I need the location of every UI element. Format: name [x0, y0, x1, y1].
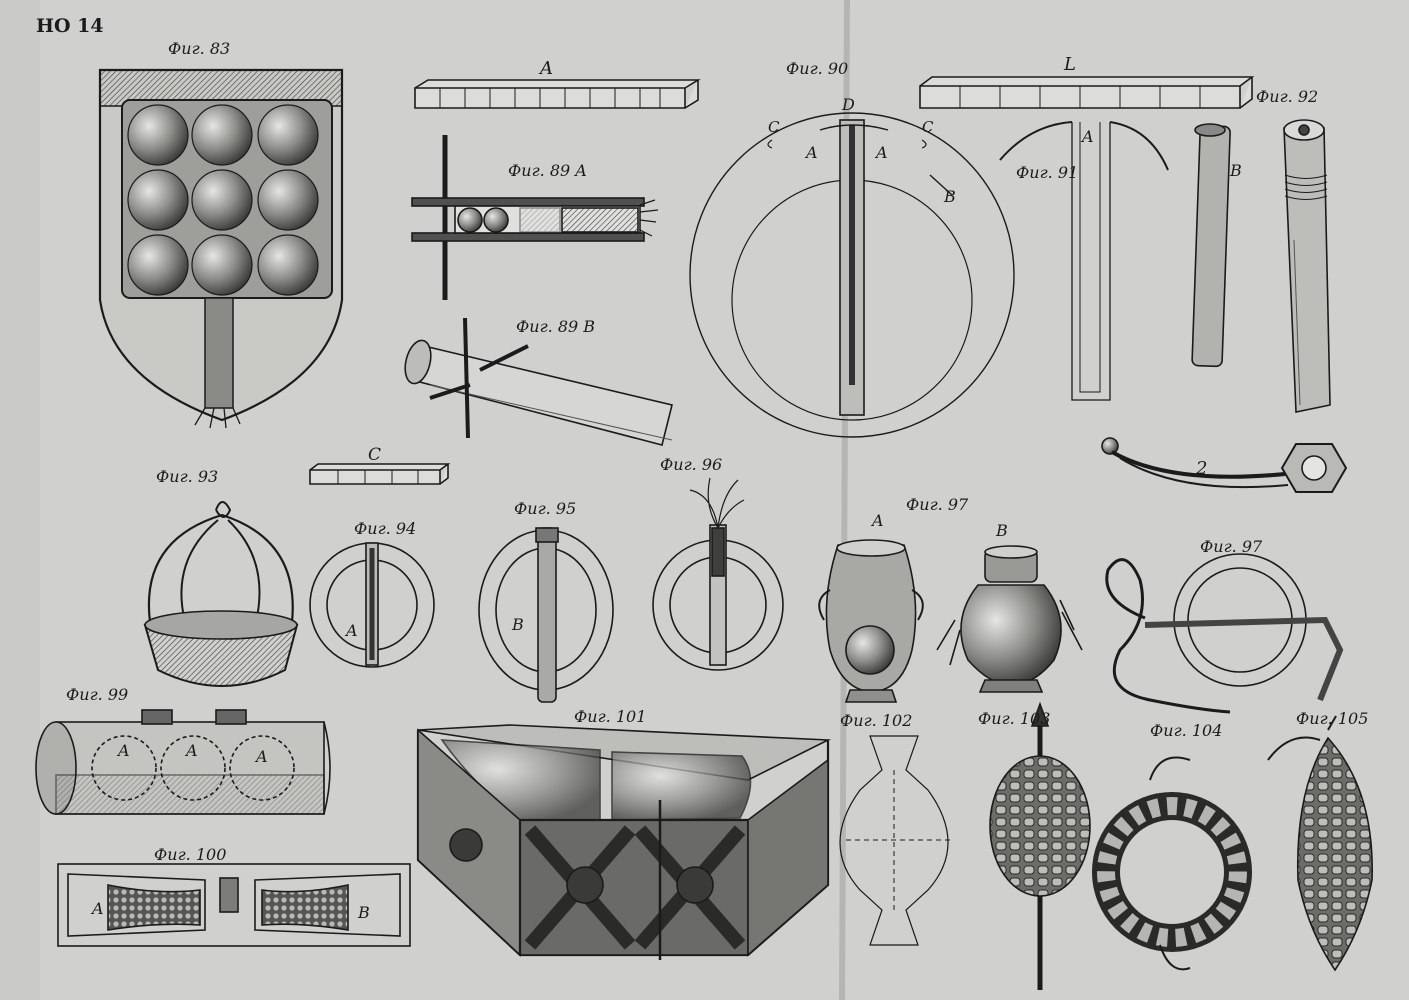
letter-a-fig91: A — [1080, 127, 1094, 146]
fig104-ring-grenade — [1092, 756, 1252, 971]
fig90-label: Фиг. 90 — [786, 59, 848, 78]
fig96-label: Фиг. 96 — [660, 455, 722, 474]
fig-wrench — [1101, 437, 1348, 493]
fig99-cylinder — [35, 709, 331, 815]
fig105-label: Фиг. 105 — [1296, 709, 1368, 728]
letter-a-fig99-2: A — [184, 741, 198, 760]
fig105-pine-grenade — [1267, 715, 1373, 972]
fig97b-pot — [936, 545, 1083, 693]
fig97a-vase — [818, 539, 924, 703]
letter-a-fig99-1: A — [116, 741, 130, 760]
fig92-rod — [1283, 119, 1331, 413]
letter-b-fig100: B — [357, 903, 370, 922]
letter-a-fig99-3: A — [254, 747, 268, 766]
fig89a-tube — [411, 135, 659, 300]
letter-b-fig97: B — [995, 521, 1008, 540]
letter-a-fig100: A — [90, 899, 104, 918]
fig101-label: Фиг. 101 — [574, 707, 646, 726]
fig90-ring — [689, 112, 1015, 438]
number-2-wrench: 2 — [1195, 458, 1207, 479]
fig97b-label: Фиг. 97 — [1200, 537, 1263, 556]
fig99-label: Фиг. 99 — [66, 685, 128, 704]
bar-a — [414, 79, 701, 109]
fig100-barrel — [57, 863, 411, 947]
bar-c — [309, 463, 451, 485]
fig104-label: Фиг. 104 — [1150, 721, 1222, 740]
fig92-label: Фиг. 92 — [1256, 87, 1318, 106]
letter-b-fig90: B — [943, 187, 956, 206]
fig83-balls — [127, 104, 319, 296]
fig103-label: Фиг. 103 — [978, 709, 1050, 728]
fig91-hooks — [999, 121, 1169, 401]
fig97-fuse-coil — [1105, 553, 1344, 714]
fig83-ball-shield — [98, 68, 344, 429]
fig95-label: Фиг. 95 — [514, 499, 576, 518]
fig102-label: Фиг. 102 — [840, 711, 912, 730]
letter-c-fig90-right: C — [922, 118, 934, 136]
plate-number: HO 14 — [36, 15, 104, 37]
letter-l-bar: L — [1063, 54, 1076, 75]
fig94-ring — [309, 542, 435, 668]
fig101-box — [416, 724, 832, 960]
fig89b-label: Фиг. 89 B — [516, 317, 595, 336]
letter-b-fig95: B — [511, 615, 524, 634]
bar-l — [919, 76, 1255, 109]
fig92-rod-b — [1191, 123, 1231, 368]
fig95-ring — [478, 527, 614, 703]
fig89b-tube — [404, 317, 673, 446]
fig89a-label: Фиг. 89 A — [508, 161, 587, 180]
fig91-label: Фиг. 91 — [1016, 163, 1078, 182]
fig94-label: Фиг. 94 — [354, 519, 416, 538]
letter-a-bar: A — [538, 58, 553, 79]
letter-a-fig94: A — [344, 621, 358, 640]
fig96-ring — [652, 477, 784, 671]
letter-a-fig90-right: A — [874, 143, 888, 162]
letter-b-fig92: B — [1229, 161, 1242, 180]
fig100-label: Фиг. 100 — [154, 845, 226, 864]
letter-d-fig90: D — [841, 95, 855, 114]
letter-a-fig90-left: A — [804, 143, 818, 162]
letter-a-fig97: A — [870, 511, 884, 530]
fig102-outline — [839, 735, 950, 946]
fig103-spiked-grenade — [989, 701, 1091, 990]
letter-c-fig90-left: C — [768, 118, 780, 136]
fig97-label: Фиг. 97 — [906, 495, 969, 514]
fig93-label: Фиг. 93 — [156, 467, 218, 486]
fig83-label: Фиг. 83 — [168, 39, 230, 58]
fig93-basket — [143, 501, 299, 687]
letter-c-bar: C — [368, 445, 381, 465]
